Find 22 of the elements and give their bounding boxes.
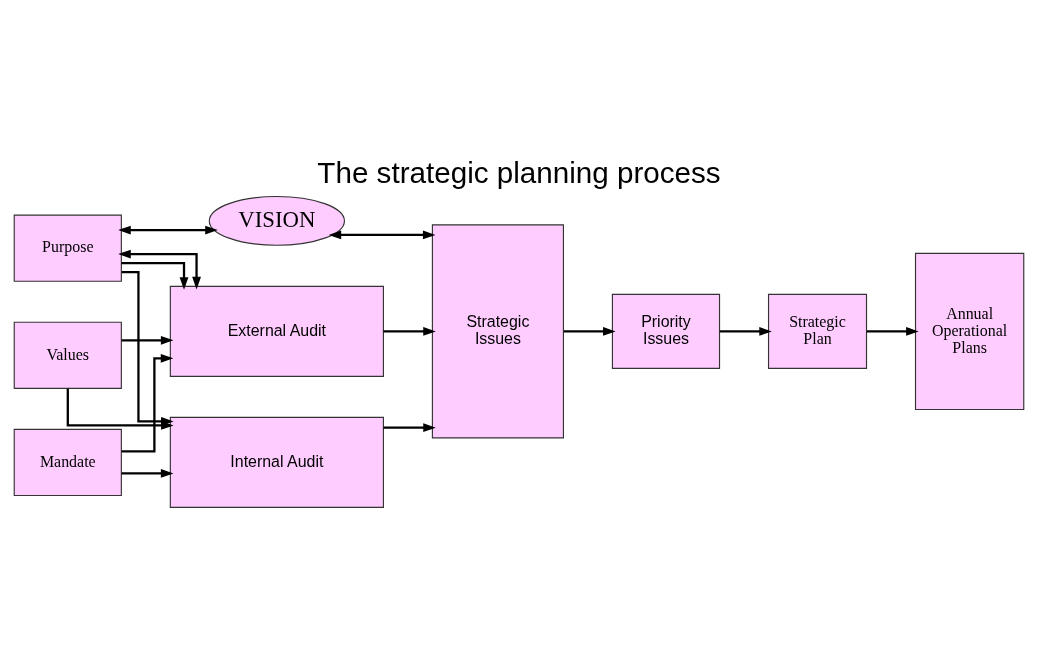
node-box: Priority Issues [611,293,720,369]
arrow [328,230,435,239]
arrow [121,261,188,290]
arrow [383,422,436,432]
node-box: Mandate [13,428,122,496]
arrow [117,249,201,289]
node-box: External Audit [169,285,384,377]
arrow [117,225,218,234]
node-ellipse: VISION [208,195,345,246]
arrow [383,326,436,336]
arrow [121,335,173,345]
diagram-title: The strategic planning process [316,155,721,189]
arrow [719,326,772,336]
node-box: Strategic Plan [767,293,867,369]
node-box: Strategic Issues [431,223,564,438]
arrow [121,468,173,478]
node-box: Annual Operational Plans [914,252,1024,410]
arrow [563,326,616,336]
node-box: Values [13,321,122,389]
arrow [866,326,919,336]
node-box: Internal Audit [169,416,384,508]
node-box: Purpose [13,214,122,282]
